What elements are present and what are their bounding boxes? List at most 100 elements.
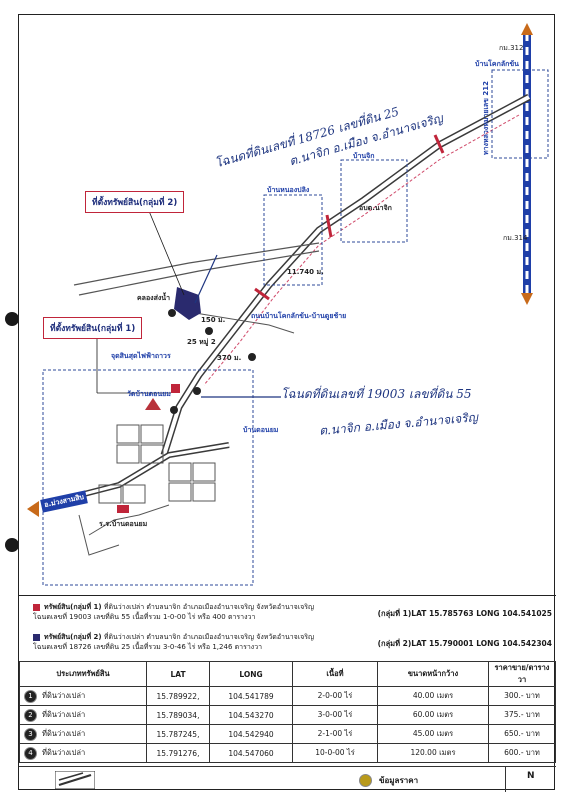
property-group-1 xyxy=(171,384,180,393)
power-line xyxy=(203,114,520,386)
row-number-icon: 1 xyxy=(24,689,37,703)
company-logo-icon xyxy=(55,771,95,789)
group1-desc: ที่ดินว่างเปล่า ตำบลนาจิก อำเภอเมืองอำนา… xyxy=(103,603,315,611)
table-header-row: ประเภททรัพย์สิน LAT LONG เนื้อที่ ขนาดหน… xyxy=(19,661,556,687)
punch-hole-bottom xyxy=(5,538,19,552)
group1-swatch xyxy=(33,603,40,611)
col-area: เนื้อที่ xyxy=(292,661,378,687)
temple-icon xyxy=(145,398,161,410)
callout-group-1: ที่ตั้งทรัพย์สิน(กลุ่มที่ 1) xyxy=(43,317,143,339)
north-indicator-icon: N xyxy=(527,771,535,781)
cell-area: 3-0-00 ไร่ xyxy=(292,705,378,725)
cell-type: 4 ที่ดินว่างเปล่า xyxy=(19,743,147,763)
km-312-label: กม.312 xyxy=(499,44,524,52)
price-info-icon xyxy=(359,774,372,787)
type-text: ที่ดินว่างเปล่า xyxy=(42,747,86,757)
cell-area: 2-1-00 ไร่ xyxy=(292,724,378,744)
cell-price: 600.- บาท xyxy=(488,743,556,763)
col-long: LONG xyxy=(209,661,293,687)
village-dong-yom: บ้านดอนยม xyxy=(243,426,279,434)
type-text: ที่ดินว่างเปล่า xyxy=(42,690,86,700)
col-frontage: ขนาดหน้ากว้าง xyxy=(377,661,489,687)
village-nong-pling: บ้านหนองปลิง xyxy=(267,186,310,194)
zone-dong-yom xyxy=(42,369,254,586)
type-text: ที่ดินว่างเปล่า xyxy=(42,709,86,719)
zone-chik xyxy=(340,159,408,243)
cell-long: 104.547060 xyxy=(209,743,293,763)
temple-label: วัดบ้านดอนยม xyxy=(127,390,171,398)
cell-long: 104.541789 xyxy=(209,686,293,706)
cell-price: 650.- บาท xyxy=(488,724,556,744)
crossing-mark xyxy=(433,134,445,154)
leader-line-group2 xyxy=(148,210,185,296)
row-number-icon: 3 xyxy=(24,727,37,741)
distance-4: 370 ม. xyxy=(217,354,242,362)
table-row: 4 ที่ดินว่างเปล่า 15.791276, 104.547060 1… xyxy=(19,743,556,763)
group1-coord: (กลุ่มที่ 1)LAT 15.785763 LONG 104.54102… xyxy=(377,609,552,618)
location-map: กม.312 กม.314 บ้านโคกลักข้น บ้านหนองปลิง… xyxy=(19,15,556,595)
cell-long: 104.543270 xyxy=(209,705,293,725)
zone-nong-pling xyxy=(263,194,323,286)
punch-hole-top xyxy=(5,312,19,326)
col-price: ราคาขาย/ตารางวา xyxy=(488,661,556,687)
group2-title: ทรัพย์สิน(กลุ่มที่ 2) xyxy=(44,633,102,641)
col-lat: LAT xyxy=(146,661,210,687)
local-road xyxy=(188,311,295,334)
side-road xyxy=(78,250,320,296)
cell-frontage: 40.00 เมตร xyxy=(377,686,489,706)
hand-arrow xyxy=(194,254,218,304)
property-group-2 xyxy=(174,287,201,320)
local-road-label: ถนนบ้านโคกลักข้น-บ้านดูยช้าย xyxy=(251,312,347,320)
callout-group-2: ที่ตั้งทรัพย์สิน(กลุ่มที่ 2) xyxy=(85,191,185,213)
side-road xyxy=(73,242,320,286)
distance-1: 11.740 ม. xyxy=(287,268,324,276)
group2-desc: ที่ดินว่างเปล่า ตำบลนาจิก อำเภอเมืองอำนา… xyxy=(103,633,315,641)
cell-lat: 15.791276, xyxy=(146,743,210,763)
group2-swatch xyxy=(33,633,40,641)
village-chik: บ้านจิก xyxy=(353,152,375,160)
canal-label: คลองส่งน้ำ xyxy=(137,294,171,302)
cell-type: 1 ที่ดินว่างเปล่า xyxy=(19,686,147,706)
arrow-south-icon xyxy=(521,293,533,305)
arrow-west-icon xyxy=(27,501,39,517)
row-number-icon: 4 xyxy=(24,746,37,760)
village-lak-khan: บ้านโคกลักข้น xyxy=(475,60,519,68)
numbered-markers xyxy=(168,309,256,414)
group2-deed: โฉนดเลขที่ 18726 เลขที่ดิน 25 เนื้อที่รว… xyxy=(33,643,263,651)
footer-divider xyxy=(505,767,506,792)
cell-area: 10-0-00 ไร่ xyxy=(292,743,378,763)
handwriting-deed-19003: โฉนดที่ดินเลขที่ 19003 เลขที่ดิน 55 xyxy=(281,387,472,401)
cell-lat: 15.789922, xyxy=(146,686,210,706)
footer-bar: ข้อมูลราคา N xyxy=(19,766,556,792)
type-text: ที่ดินว่างเปล่า xyxy=(42,728,86,738)
price-info-label: ข้อมูลราคา xyxy=(379,776,419,785)
group2-coord: (กลุ่มที่ 2)LAT 15.790001 LONG 104.54230… xyxy=(377,639,552,648)
zone-lak-khan xyxy=(491,69,549,159)
highway-label: ทางหลวงหมายเลข 212 xyxy=(482,81,490,155)
office-label: อบต.นาจิก xyxy=(359,204,392,212)
cell-lat: 15.789034, xyxy=(146,705,210,725)
town-grid xyxy=(78,424,216,556)
legend-panel: ทรัพย์สิน(กลุ่มที่ 1) ที่ดินว่างเปล่า ตำ… xyxy=(19,595,556,661)
cell-price: 375.- บาท xyxy=(488,705,556,725)
map-sheet: กม.312 กม.314 บ้านโคกลักข้น บ้านหนองปลิง… xyxy=(18,14,556,792)
school-label: ร.ร.บ้านดอนยม xyxy=(99,520,148,528)
crossing-mark xyxy=(254,287,270,301)
legend-group-2: ทรัพย์สิน(กลุ่มที่ 2) ที่ดินว่างเปล่า ตำ… xyxy=(33,632,353,652)
distance-2: 150 ม. xyxy=(201,316,226,324)
col-type: ประเภททรัพย์สิน xyxy=(19,661,147,687)
arrow-north-icon xyxy=(521,23,533,35)
cell-type: 3 ที่ดินว่างเปล่า xyxy=(19,724,147,744)
cell-price: 300.- บาท xyxy=(488,686,556,706)
school-icon xyxy=(117,505,129,513)
cell-frontage: 60.00 เมตร xyxy=(377,705,489,725)
crossing-mark xyxy=(325,214,333,238)
cell-long: 104.542940 xyxy=(209,724,293,744)
map-drawing xyxy=(27,23,549,586)
price-table: ประเภททรัพย์สิน LAT LONG เนื้อที่ ขนาดหน… xyxy=(19,661,556,763)
legend-group-1: ทรัพย์สิน(กลุ่มที่ 1) ที่ดินว่างเปล่า ตำ… xyxy=(33,602,353,622)
